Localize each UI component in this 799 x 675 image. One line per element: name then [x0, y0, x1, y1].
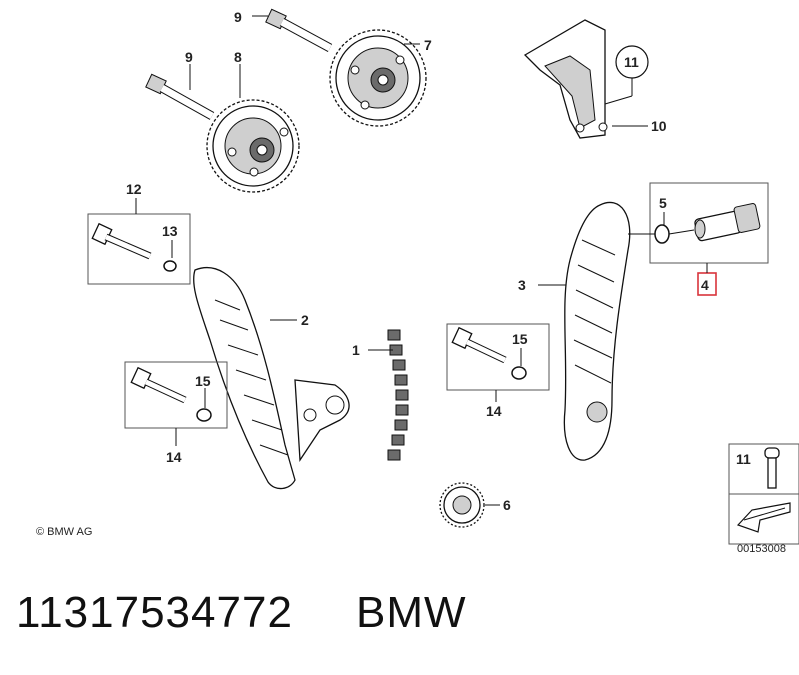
callout-14-right: 14: [486, 403, 502, 419]
pin-kit-box-right: [446, 323, 550, 391]
pin-kit-box-left-top: [87, 213, 191, 285]
callout-8: 8: [234, 49, 242, 65]
bracket[interactable]: [523, 19, 608, 139]
seal-ring-5[interactable]: [654, 224, 670, 244]
bolt-inset: [728, 443, 799, 545]
bolt-upper[interactable]: [265, 8, 333, 52]
callout-14-left: 14: [166, 449, 182, 465]
callout-15-left: 15: [195, 373, 211, 389]
part-number: 11317534772: [16, 588, 293, 637]
guide-pin-12[interactable]: [91, 222, 152, 260]
callout-4: 4: [701, 277, 709, 293]
brand-name: BMW: [356, 588, 467, 637]
washer-15-left[interactable]: [196, 408, 212, 422]
callout-6: 6: [503, 497, 511, 513]
chain-links: [387, 329, 409, 461]
tensioner-rail[interactable]: [193, 267, 350, 490]
callout-9-upper: 9: [234, 9, 242, 25]
callout-12: 12: [126, 181, 142, 197]
camshaft-sprocket-upper[interactable]: [329, 29, 427, 127]
callout-13: 13: [162, 223, 178, 239]
callout-labels: 9 7 8 9 11 10 12 13 2 1 3 15 14 15 14 6 …: [126, 9, 751, 513]
tensioner-box: [649, 182, 769, 264]
rail-ribs: [214, 299, 289, 456]
guide-pin-14-left[interactable]: [130, 366, 187, 404]
camshaft-sprocket-lower[interactable]: [206, 99, 300, 193]
washer-15-right[interactable]: [511, 366, 527, 380]
callout-11-inset: 11: [736, 451, 751, 467]
inset-bolt-11[interactable]: [764, 447, 780, 489]
callout-9-lower: 9: [185, 49, 193, 65]
chain-tensioner-4[interactable]: [694, 203, 761, 242]
copyright-notice: © BMW AG: [36, 526, 93, 538]
callout-1: 1: [352, 342, 360, 358]
callout-2: 2: [301, 312, 309, 328]
guide-pin-14-right[interactable]: [451, 326, 507, 364]
direction-arrow-icon: [736, 502, 791, 533]
callout-10: 10: [651, 118, 667, 134]
callout-11-bracket: 11: [624, 54, 639, 70]
callout-15-right: 15: [512, 331, 528, 347]
guide-rail[interactable]: [563, 201, 631, 461]
pin-kit-box-left-bottom: [124, 361, 228, 429]
guide-rail-ribs: [573, 239, 616, 384]
callout-5: 5: [659, 195, 667, 211]
washer-13[interactable]: [163, 260, 177, 272]
leader-lines: [135, 15, 708, 506]
bolt-lower[interactable]: [145, 73, 215, 120]
callout-7: 7: [424, 37, 432, 53]
callout-3: 3: [518, 277, 526, 293]
crankshaft-sprocket[interactable]: [439, 482, 485, 528]
diagram-id: 00153008: [737, 543, 786, 555]
timing-chain[interactable]: [302, 77, 522, 509]
